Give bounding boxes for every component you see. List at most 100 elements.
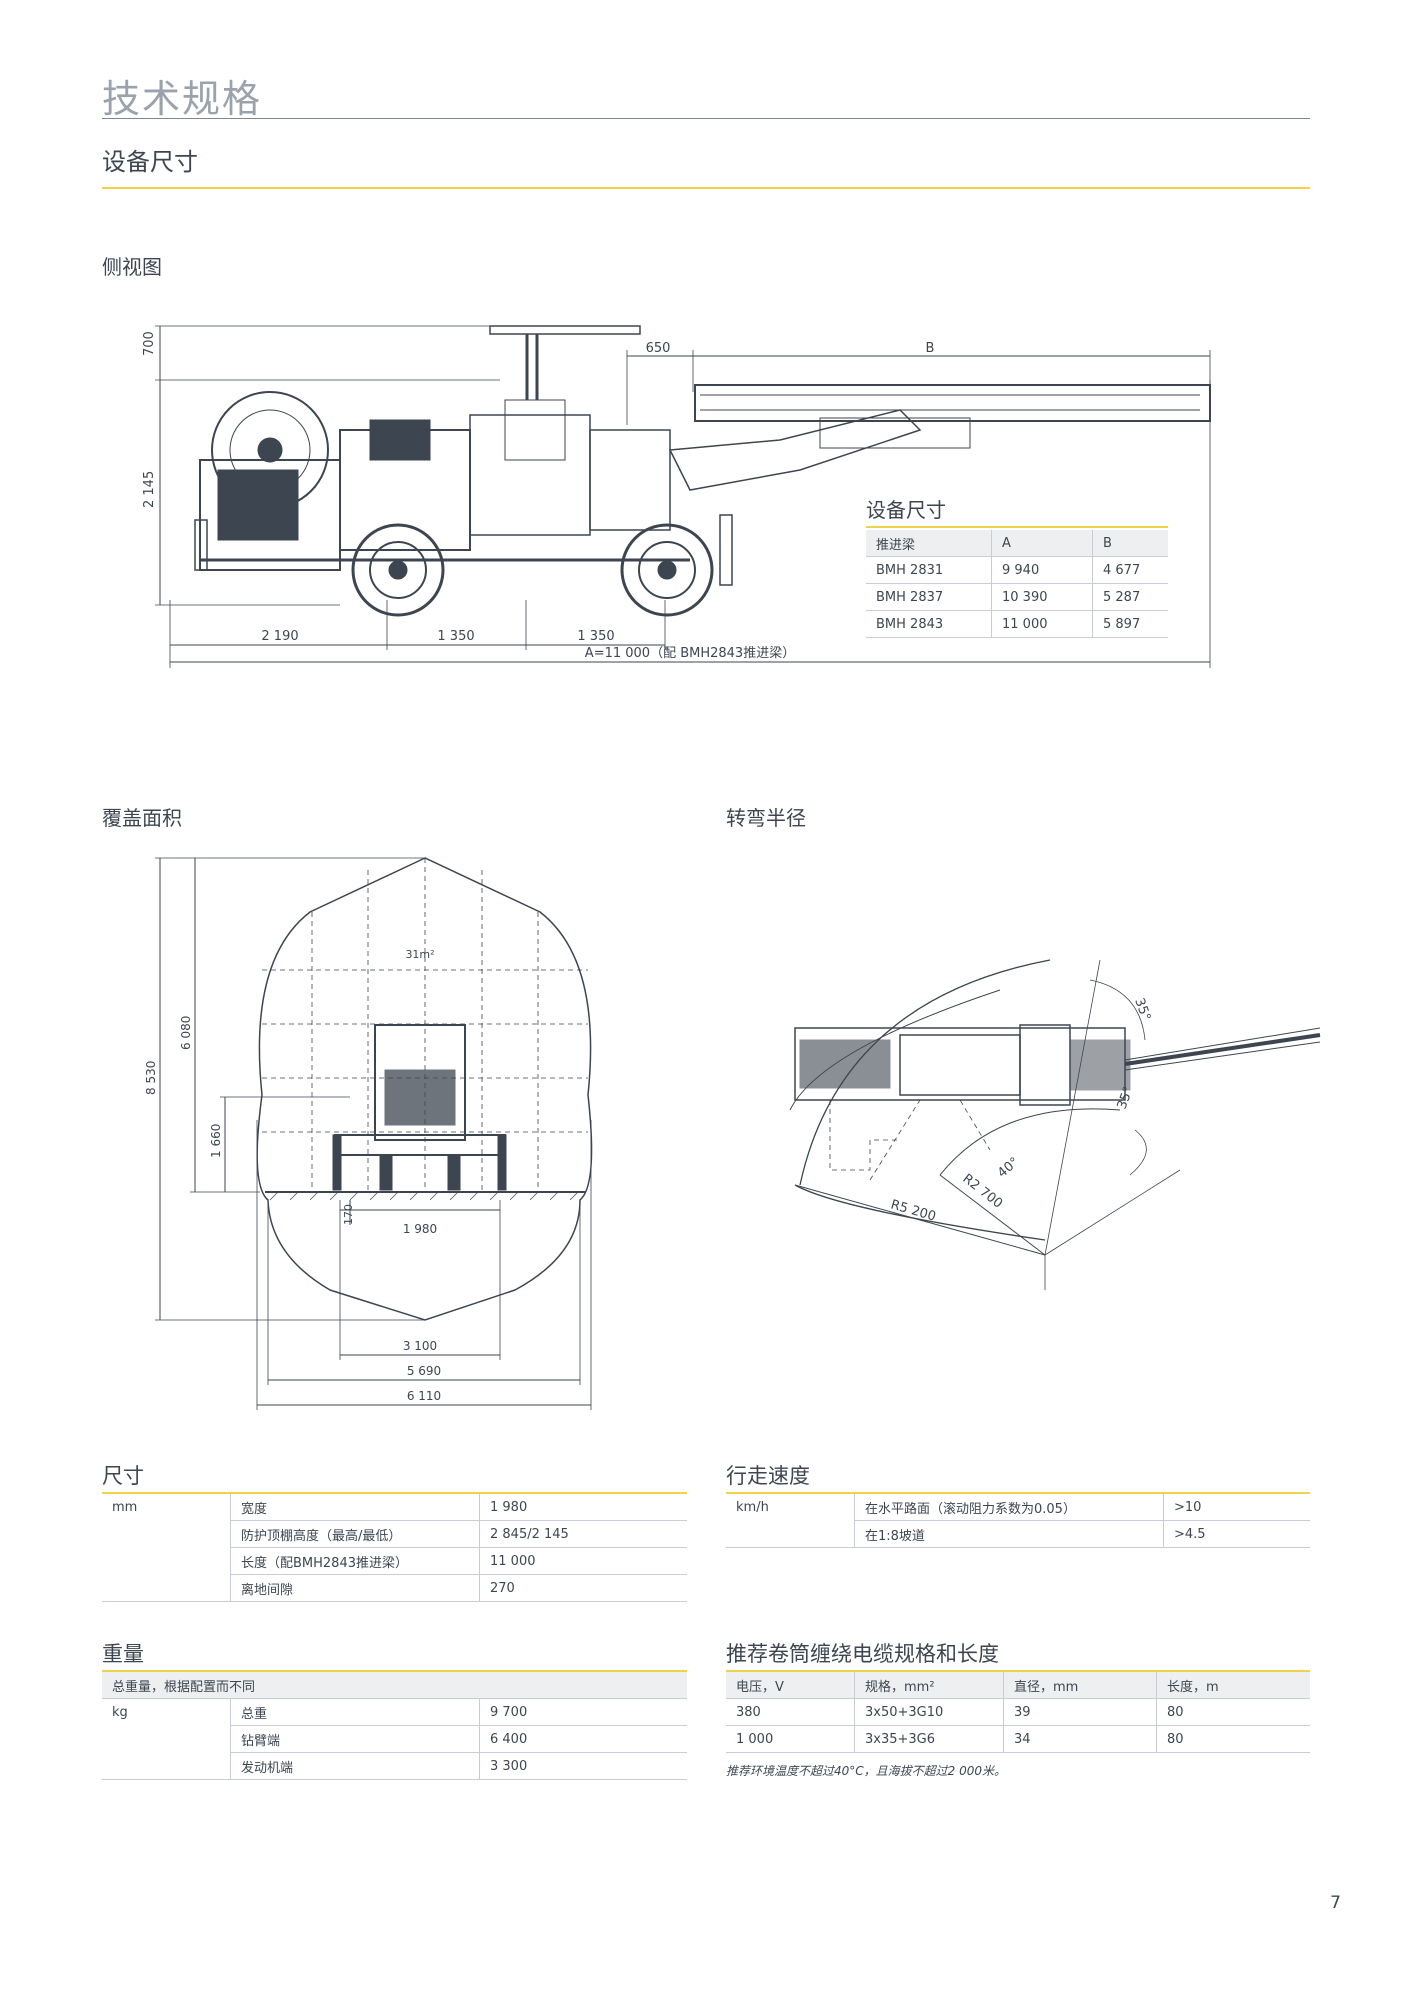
table-cell: >4.5 xyxy=(1163,1520,1310,1548)
unit-cell: km/h xyxy=(736,1499,769,1515)
table-cell: 80 xyxy=(1156,1698,1310,1726)
table-row: km/h 在水平路面（滚动阻力系数为0.05） >10 xyxy=(726,1494,1310,1521)
subtitle-divider xyxy=(102,187,1310,189)
dim-2145: 2 145 xyxy=(142,471,157,508)
table-cell: 80 xyxy=(1156,1725,1310,1753)
dim-b: B xyxy=(926,341,935,356)
table-cell: 2 845/2 145 xyxy=(479,1520,687,1548)
spec-table-title: 设备尺寸 xyxy=(866,498,946,522)
table-cell: 3x35+3G6 xyxy=(854,1725,1004,1753)
table-row: 防护顶棚高度（最高/最低） 2 845/2 145 xyxy=(102,1520,687,1548)
table-cell: 3 300 xyxy=(479,1752,687,1780)
table-cell: 宽度 xyxy=(230,1494,480,1521)
spec-col-boom: 推进梁 xyxy=(866,530,992,557)
section-subtitle: 设备尺寸 xyxy=(102,148,198,176)
spec-cell: 5 897 xyxy=(1092,610,1168,638)
side-view-drawing xyxy=(155,325,1211,668)
table-row: 离地间隙 270 xyxy=(102,1574,687,1602)
table-row: 380 3x50+3G10 39 80 xyxy=(726,1698,1310,1726)
unit-cell: mm xyxy=(112,1499,138,1515)
dim-1350-b: 1 350 xyxy=(577,629,614,644)
cable-col-spec: 规格，mm² xyxy=(854,1672,1004,1699)
dimensions-table: mm 宽度 1 980 防护顶棚高度（最高/最低） 2 845/2 145 长度… xyxy=(102,1494,687,1602)
outer-radius: R5 200 xyxy=(889,1197,938,1224)
turning-radius-label: 转弯半径 xyxy=(726,806,806,830)
table-cell: 39 xyxy=(1003,1698,1157,1726)
weight-subheader: 总重量，根据配置而不同 xyxy=(102,1672,687,1699)
table-cell: 380 xyxy=(726,1698,855,1726)
title-divider xyxy=(102,118,1310,119)
table-cell: 离地间隙 xyxy=(230,1574,480,1602)
dim-1980: 1 980 xyxy=(403,1222,437,1236)
dim-3100: 3 100 xyxy=(403,1339,437,1353)
angle-right: 35° xyxy=(1115,1085,1137,1112)
cable-col-diameter: 直径，mm xyxy=(1003,1672,1157,1699)
dim-2190: 2 190 xyxy=(261,629,298,644)
coverage-label: 覆盖面积 xyxy=(102,806,182,830)
table-cell: 总重 xyxy=(230,1698,480,1726)
spec-cell: BMH 2837 xyxy=(866,583,992,611)
speed-table-rule xyxy=(726,1492,1310,1494)
technical-drawings: 700 2 145 650 B 2 190 1 350 1 350 A=11 0… xyxy=(142,325,1321,1410)
spec-cell: 5 287 xyxy=(1092,583,1168,611)
table-row: mm 宽度 1 980 xyxy=(102,1494,687,1521)
table-cell: 9 700 xyxy=(479,1698,687,1726)
cable-col-voltage: 电压，V xyxy=(726,1672,855,1699)
dim-170: 170 xyxy=(342,1204,355,1225)
dimensions-table-title: 尺寸 xyxy=(102,1464,144,1488)
spec-cell: BMH 2843 xyxy=(866,610,992,638)
weight-table: 总重量，根据配置而不同 kg 总重 9 700 钻臂端 6 400 发动机端 3… xyxy=(102,1672,687,1780)
table-cell: 6 400 xyxy=(479,1725,687,1753)
table-cell: 在水平路面（滚动阻力系数为0.05） xyxy=(854,1494,1164,1521)
spec-row: BMH 2843 11 000 5 897 xyxy=(866,610,1168,638)
dim-1350-a: 1 350 xyxy=(437,629,474,644)
table-row: 在1:8坡道 >4.5 xyxy=(726,1520,1310,1548)
dimensions-table-rule xyxy=(102,1492,687,1494)
dim-1660: 1 660 xyxy=(209,1124,223,1158)
spec-table: 推进梁 A B BMH 2831 9 940 4 677 BMH 2837 10… xyxy=(866,530,1168,638)
spec-table-rule xyxy=(866,526,1168,528)
page-title: 技术规格 xyxy=(102,77,263,121)
cable-note: 推荐环境温度不超过40°C，且海拔不超过2 000米。 xyxy=(726,1764,1007,1778)
spec-row: BMH 2831 9 940 4 677 xyxy=(866,556,1168,584)
spec-cell: 11 000 xyxy=(991,610,1093,638)
table-cell: 270 xyxy=(479,1574,687,1602)
unit-cell: kg xyxy=(112,1704,128,1720)
spec-cell: 4 677 xyxy=(1092,556,1168,584)
cable-table: 电压，V 规格，mm² 直径，mm 长度，m 380 3x50+3G10 39 … xyxy=(726,1672,1310,1753)
coverage-area: 31m² xyxy=(405,948,434,961)
table-cell: 3x50+3G10 xyxy=(854,1698,1004,1726)
angle-inner: 40° xyxy=(995,1155,1022,1181)
dim-6110: 6 110 xyxy=(407,1389,441,1403)
table-cell: 防护顶棚高度（最高/最低） xyxy=(230,1520,480,1548)
dim-6080: 6 080 xyxy=(179,1016,193,1050)
table-cell: 34 xyxy=(1003,1725,1157,1753)
dim-overall: A=11 000（配 BMH2843推进梁） xyxy=(585,646,795,661)
table-cell: 11 000 xyxy=(479,1547,687,1575)
table-row: kg 总重 9 700 xyxy=(102,1698,687,1726)
dim-5690: 5 690 xyxy=(407,1364,441,1378)
weight-table-title: 重量 xyxy=(102,1642,144,1666)
cable-table-header: 电压，V 规格，mm² 直径，mm 长度，m xyxy=(726,1672,1310,1699)
table-cell: 发动机端 xyxy=(230,1752,480,1780)
spec-cell: 9 940 xyxy=(991,556,1093,584)
weight-table-rule xyxy=(102,1670,687,1672)
dim-8530: 8 530 xyxy=(144,1061,158,1095)
table-row: 长度（配BMH2843推进梁） 11 000 xyxy=(102,1547,687,1575)
spec-row: BMH 2837 10 390 5 287 xyxy=(866,583,1168,611)
table-subheader-row: 总重量，根据配置而不同 xyxy=(102,1672,687,1699)
table-row: 1 000 3x35+3G6 34 80 xyxy=(726,1725,1310,1753)
table-cell: 钻臂端 xyxy=(230,1725,480,1753)
speed-table: km/h 在水平路面（滚动阻力系数为0.05） >10 在1:8坡道 >4.5 xyxy=(726,1494,1310,1548)
turning-radius-drawing xyxy=(789,959,1321,1290)
page-number: 7 xyxy=(1330,1893,1341,1913)
table-cell: 1 980 xyxy=(479,1494,687,1521)
dim-700: 700 xyxy=(142,331,157,356)
cable-col-length: 长度，m xyxy=(1156,1672,1310,1699)
table-row: 发动机端 3 300 xyxy=(102,1752,687,1780)
speed-table-title: 行走速度 xyxy=(726,1464,810,1488)
dim-650: 650 xyxy=(646,341,671,356)
coverage-drawing xyxy=(155,857,593,1410)
cable-table-title: 推荐卷筒缠绕电缆规格和长度 xyxy=(726,1642,999,1666)
table-cell: 在1:8坡道 xyxy=(854,1520,1164,1548)
